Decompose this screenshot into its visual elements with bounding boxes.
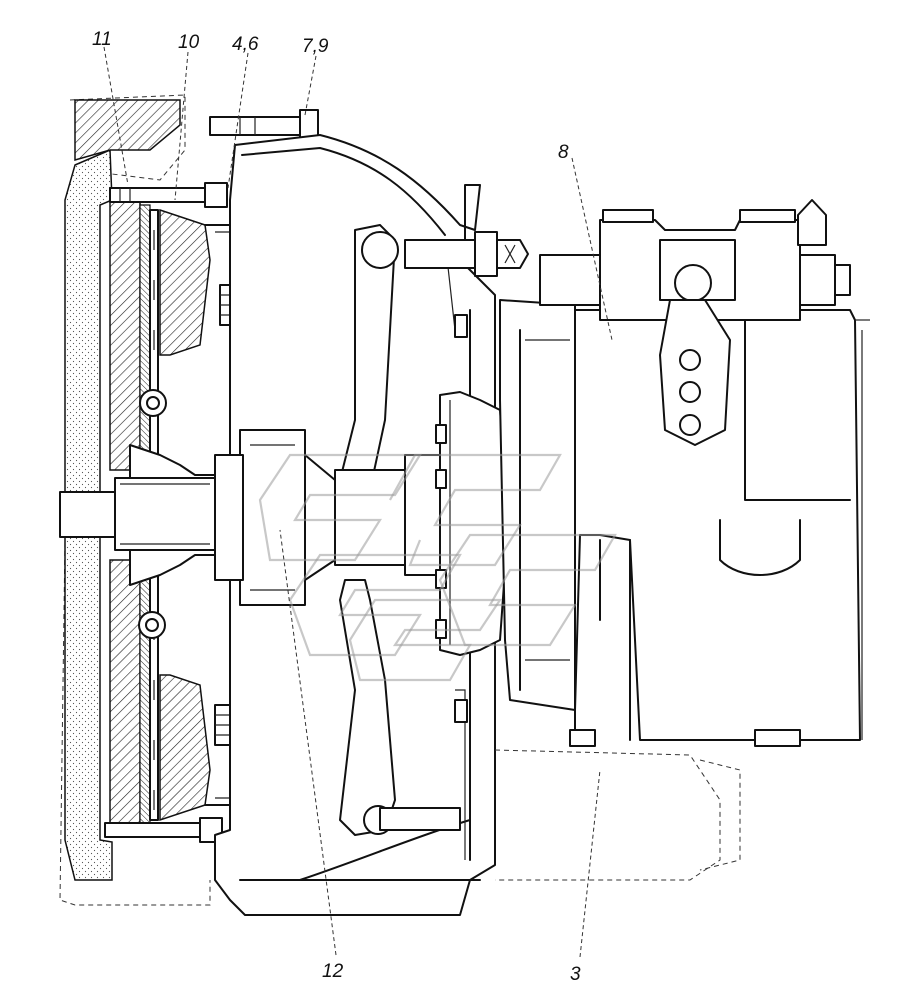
shift-lever xyxy=(659,239,736,446)
lower-gearbox-body xyxy=(494,749,741,881)
fork-lower-pin xyxy=(379,807,461,831)
flywheel-bolt-upper xyxy=(109,182,228,208)
callout-4-6: 4,6 xyxy=(232,34,259,55)
input-shaft xyxy=(59,477,216,551)
damper-spring-lower xyxy=(138,611,166,639)
callout-11: 11 xyxy=(92,29,112,50)
damper-spring-upper xyxy=(139,389,167,417)
callout-8: 8 xyxy=(558,142,569,163)
leader-lines xyxy=(103,46,613,958)
release-bearing xyxy=(214,429,336,606)
callout-3: 3 xyxy=(570,964,581,985)
primary-shaft xyxy=(334,454,441,576)
callout-12: 12 xyxy=(322,961,344,982)
housing-bolt-top xyxy=(209,109,319,143)
gearbox-bottom-bolts xyxy=(569,729,801,747)
watermark-logo xyxy=(258,453,617,682)
pressure-plate xyxy=(159,208,211,822)
callout-10: 10 xyxy=(178,32,200,53)
callout-labels: 11 10 4,6 7,9 8 12 3 xyxy=(92,29,581,985)
callout-7-9: 7,9 xyxy=(302,36,329,57)
fork-pivot-bolt xyxy=(404,231,529,277)
